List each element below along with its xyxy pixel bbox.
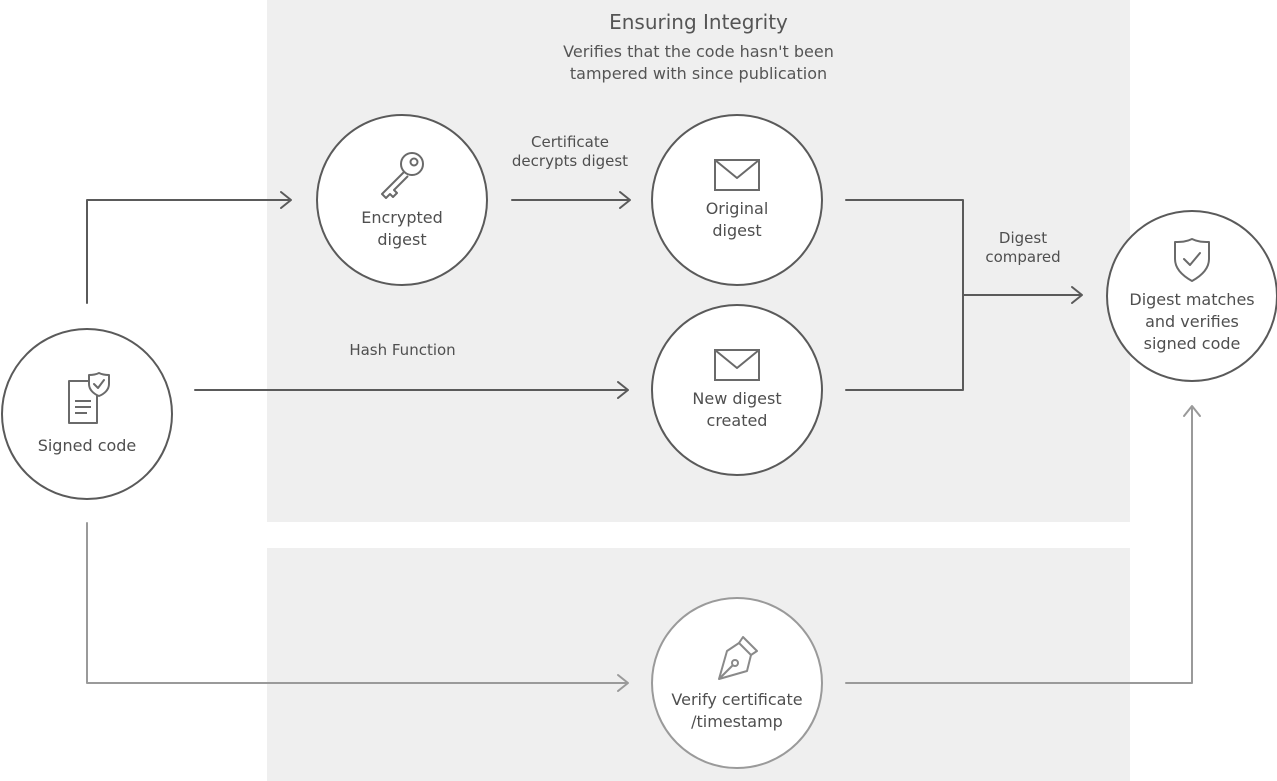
- connector-original-to-compare: [845, 199, 964, 391]
- shield-check-icon: [1174, 238, 1210, 282]
- connector-signed-to-encrypted: [86, 199, 291, 304]
- edge-label-digest-compared: Digest compared: [985, 229, 1061, 266]
- node-label: Signed code: [37, 436, 137, 455]
- envelope-icon: [714, 159, 760, 191]
- node-label: Digest matches and verifies signed code: [1129, 290, 1255, 353]
- node-label: New digest created: [692, 389, 782, 430]
- node-new-digest: New digest created: [651, 304, 823, 476]
- diagram-title: Ensuring Integrity: [609, 10, 788, 34]
- node-original-digest: Original digest: [651, 114, 823, 286]
- pen-nib-icon: [718, 636, 758, 680]
- node-label: Original digest: [705, 199, 769, 240]
- node-label: Encrypted digest: [361, 208, 443, 249]
- key-icon: [381, 152, 424, 199]
- arrowhead: [1183, 405, 1201, 417]
- node-label: Verify certificate /timestamp: [671, 690, 803, 731]
- node-signed-code: Signed code: [1, 328, 173, 500]
- node-digest-matches: Digest matches and verifies signed code: [1106, 210, 1277, 382]
- arrowhead: [619, 191, 631, 209]
- document-shield-icon: [68, 372, 110, 424]
- arrowhead: [1071, 286, 1083, 304]
- arrowhead: [617, 381, 629, 399]
- arrowhead: [280, 191, 292, 209]
- envelope-icon: [714, 349, 760, 381]
- node-verify-certificate: Verify certificate /timestamp: [651, 597, 823, 769]
- connector-signed-to-verify: [86, 522, 628, 684]
- connector-verify-to-match: [845, 406, 1193, 684]
- node-encrypted-digest: Encrypted digest: [316, 114, 488, 286]
- diagram-subtitle: Verifies that the code hasn't been tampe…: [563, 42, 834, 83]
- edge-label-hash-function: Hash Function: [349, 341, 456, 359]
- arrowhead: [617, 674, 629, 692]
- edge-label-certificate-decrypts: Certificate decrypts digest: [511, 133, 629, 170]
